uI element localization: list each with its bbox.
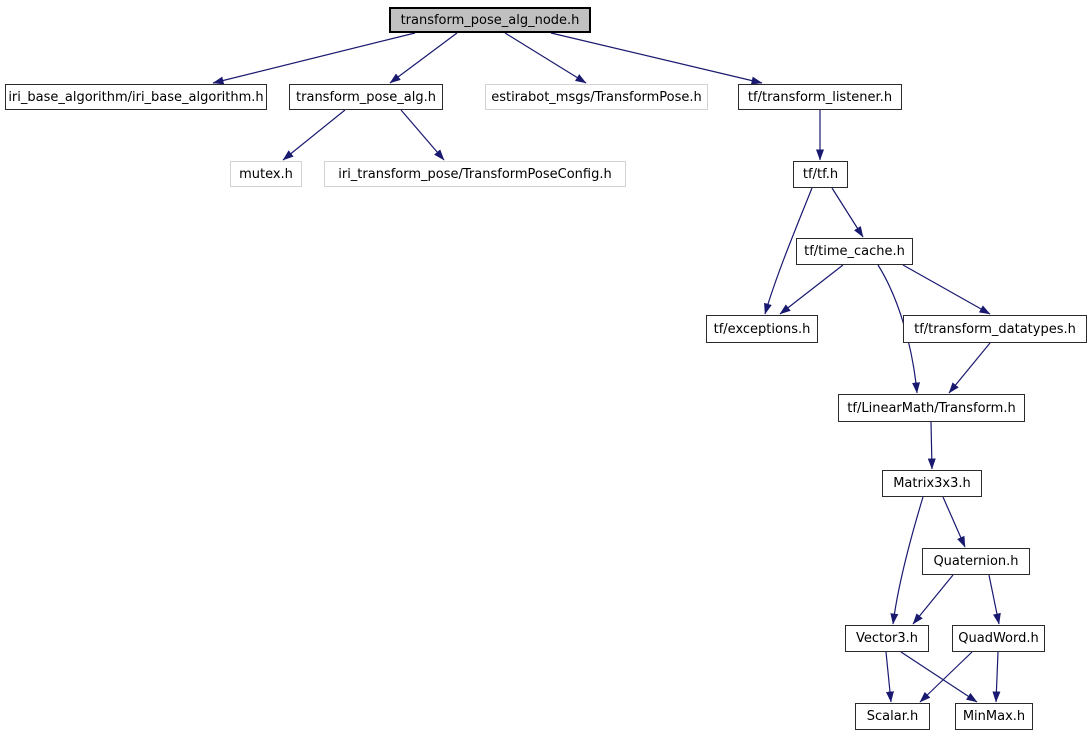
edge-tf-to-time_cache [831,187,864,238]
edge-root-to-estirabot_msgs [504,32,587,84]
graph-node-minmax[interactable]: MinMax.h [955,703,1033,730]
edge-transform_datatypes-to-linearmath_transform [948,342,991,394]
edge-vector3-to-scalar [885,651,894,703]
edge-quadword-to-scalar [919,651,973,703]
graph-node-vector3[interactable]: Vector3.h [845,625,929,652]
edge-vector3-to-minmax [900,651,978,703]
edge-linearmath_transform-to-matrix3x3 [927,421,936,470]
edge-tf-to-exceptions [764,187,813,315]
graph-node-transform_datatypes[interactable]: tf/transform_datatypes.h [903,315,1087,343]
graph-node-mutex: mutex.h [230,161,302,187]
graph-node-scalar[interactable]: Scalar.h [855,703,930,730]
edge-matrix3x3-to-quaternion [942,496,966,548]
graph-node-iri_base_algorithm[interactable]: iri_base_algorithm/iri_base_algorithm.h [5,84,267,110]
edge-transform_pose_alg-to-transform_pose_config [400,109,445,161]
graph-node-transform_listener[interactable]: tf/transform_listener.h [738,84,902,110]
edge-quaternion-to-vector3 [912,574,954,625]
graph-node-root: transform_pose_alg_node.h [389,7,591,33]
edge-root-to-transform_listener [550,32,763,85]
graph-node-matrix3x3[interactable]: Matrix3x3.h [882,470,982,497]
edge-matrix3x3-to-vector3 [890,496,924,625]
graph-node-exceptions[interactable]: tf/exceptions.h [706,315,818,343]
edge-quaternion-to-quadword [988,574,1001,625]
graph-node-quadword[interactable]: QuadWord.h [952,625,1045,652]
edge-time_cache-to-transform_datatypes [902,264,991,315]
graph-node-quaternion[interactable]: Quaternion.h [922,548,1030,575]
edge-root-to-iri_base_algorithm [212,32,416,85]
graph-node-time_cache[interactable]: tf/time_cache.h [796,238,913,265]
graph-node-linearmath_transform[interactable]: tf/LinearMath/Transform.h [838,394,1025,422]
edge-root-to-transform_pose_alg [389,32,458,84]
graph-node-estirabot_msgs: estirabot_msgs/TransformPose.h [485,84,708,110]
edge-quadword-to-minmax [992,651,1001,703]
graph-node-transform_pose_alg[interactable]: transform_pose_alg.h [289,84,443,110]
edge-time_cache-to-exceptions [779,264,844,315]
graph-node-transform_pose_config: iri_transform_pose/TransformPoseConfig.h [324,161,626,187]
edge-transform_pose_alg-to-mutex [282,109,346,161]
graph-node-tf[interactable]: tf/tf.h [793,161,848,188]
